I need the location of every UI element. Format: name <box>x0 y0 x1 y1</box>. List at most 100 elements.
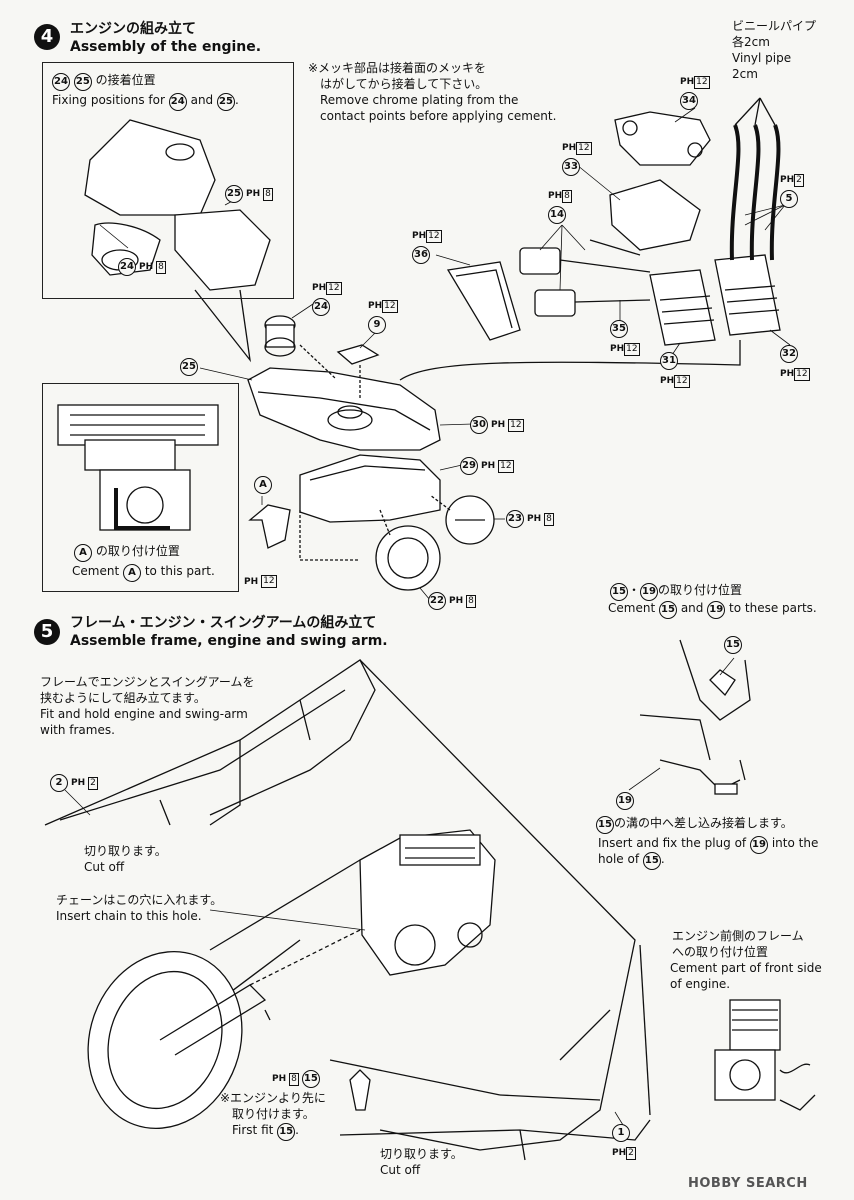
vinyl-pipe-len-1: 各2cm <box>732 35 770 49</box>
part-number: 15 <box>301 1070 320 1088</box>
part-number: 33 <box>562 158 580 176</box>
inset-cylinder-drawing <box>57 404 219 531</box>
step-5-title-en: Assemble frame, engine and swing arm. <box>70 633 388 649</box>
size-box: 12 <box>382 300 398 313</box>
ph-label: PH <box>244 576 259 587</box>
note-cut-2-en: Cut off <box>380 1163 421 1177</box>
part-number: 1 <box>612 1124 630 1142</box>
chrome-note-en-1: Remove chrome plating from the <box>320 93 519 107</box>
note-assemble-ja-1: フレームでエンジンとスイングアームを <box>40 675 255 689</box>
part-number: 30 <box>470 416 488 434</box>
watermark-hobby-search: HOBBY SEARCH <box>688 1176 808 1191</box>
part-number: 14 <box>548 206 566 224</box>
part-number: 5 <box>780 190 798 208</box>
inset-panel-cement-A <box>42 383 239 592</box>
chrome-note-en-2: contact points before applying cement. <box>320 109 557 123</box>
intake-drawing <box>446 97 781 346</box>
part-A-marker: A <box>74 544 92 562</box>
note-cut-2-ja: 切り取ります。 <box>380 1147 463 1161</box>
part-19-marker: 19 <box>750 836 768 854</box>
note-first-en-end: . <box>295 1123 299 1137</box>
separator: ・ <box>628 583 641 597</box>
inset1-ja-line: 24 25 の接着位置 <box>52 72 156 91</box>
part-number: 36 <box>412 246 430 264</box>
inset1-en-and: and <box>190 93 214 107</box>
engine-case-drawing <box>247 315 741 591</box>
inset2-ja-line: A の取り付け位置 <box>74 543 180 562</box>
ph-label: PH <box>481 461 496 471</box>
ph-label: PH <box>610 344 625 354</box>
part-19-marker: 19 <box>640 583 659 601</box>
size-box: 2 <box>626 1147 636 1160</box>
size-box: 2 <box>88 776 98 790</box>
part-number: 25 <box>225 185 243 203</box>
note-1519-en-suffix: to these parts. <box>729 601 817 615</box>
part-number: 23 <box>506 510 524 528</box>
inset-panel-fixing-24-25 <box>42 62 294 299</box>
ph-label: PH <box>562 143 577 153</box>
ph-label: PH <box>612 1148 627 1158</box>
ph-label: PH <box>246 189 261 199</box>
part-24-marker: 24 <box>168 93 187 111</box>
note-front-en-1: Cement part of front side <box>670 961 822 975</box>
size-box: 12 <box>576 142 592 155</box>
inset1-ja-text: の接着位置 <box>95 73 156 87</box>
size-box: 12 <box>794 368 810 381</box>
label-part-19: 19 <box>616 792 634 810</box>
note-groove-en-1: Insert and fix the plug of 19 into the <box>598 835 818 854</box>
step-5-number: 5 <box>34 619 60 645</box>
note-1519-en: Cement 15 and 19 to these parts. <box>608 600 817 619</box>
ph-label: PH <box>139 262 154 272</box>
step-4-title-en: Assembly of the engine. <box>70 39 262 55</box>
leader-lines <box>64 107 791 1126</box>
size-box: 8 <box>466 594 476 608</box>
note-groove-en2: hole of <box>598 852 640 866</box>
note-1519-en-and: and <box>680 601 704 615</box>
part-number: 22 <box>428 592 446 610</box>
ph-label: PH <box>660 376 675 386</box>
note-cut-1-ja: 切り取ります。 <box>84 844 167 858</box>
size-box: 8 <box>562 190 572 203</box>
part-A-marker: A <box>122 564 141 582</box>
part-number: 32 <box>780 345 798 363</box>
size-box: 12 <box>498 459 514 473</box>
size-box: 8 <box>544 512 554 526</box>
inset1-en-line: Fixing positions for 24 and 25. <box>52 92 239 111</box>
part-number: 34 <box>680 92 698 110</box>
note-first-ja-1: ※エンジンより先に <box>220 1091 326 1105</box>
front-engine-drawing <box>714 999 816 1111</box>
note-first-en: First fit 15. <box>232 1122 299 1141</box>
swing-arm-drawing <box>87 929 361 1130</box>
note-1519-ja-text: の取り付け位置 <box>658 583 743 597</box>
size-box: 12 <box>694 76 710 89</box>
size-box: 8 <box>156 260 166 274</box>
part-25-marker: 25 <box>73 73 92 91</box>
ph-label: PH <box>527 514 542 524</box>
part-number: 25 <box>180 358 198 376</box>
note-1519-en-prefix: Cement <box>608 601 656 615</box>
part-24-marker: 24 <box>52 73 70 91</box>
label-part-A: A <box>254 476 272 494</box>
inset1-en-end: . <box>235 93 239 107</box>
part-number: A <box>254 476 272 494</box>
size-box: 8 <box>289 1072 299 1086</box>
part-number: 31 <box>660 352 678 370</box>
note-assemble-en-2: with frames. <box>40 723 115 737</box>
note-groove-en-2: hole of 15. <box>598 851 665 870</box>
